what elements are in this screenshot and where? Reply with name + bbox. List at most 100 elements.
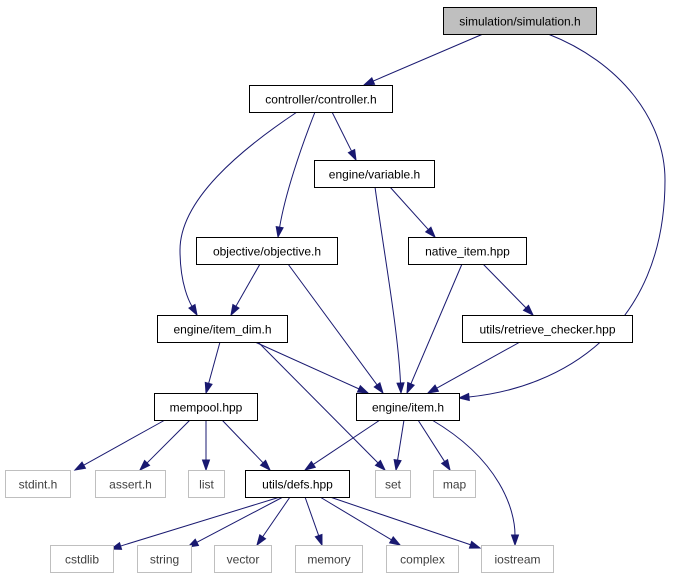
edge-item-dim-to-set [257,341,379,464]
node-set: set [375,470,411,498]
edge-variable-to-native-item [389,186,429,230]
node-variable[interactable]: engine/variable.h [314,160,435,188]
arrowhead-defs-to-memory [314,533,323,547]
arrowhead-native-item-to-item [406,381,415,395]
edge-defs-to-cstdlib [120,496,281,547]
arrowhead-controller-to-objective [275,225,284,239]
edge-controller-to-item-dim [179,111,298,307]
edge-defs-to-memory [304,496,320,536]
edge-controller-to-objective [279,111,316,228]
node-label-controller: controller/controller.h [265,93,376,107]
node-memory: memory [295,545,363,573]
edge-mempool-to-defs [221,419,264,464]
node-defs[interactable]: utils/defs.hpp [245,470,350,498]
arrowhead-item-to-iostream [510,534,520,547]
node-box-assert [95,470,166,498]
edge-retrieve-checker-to-item [436,341,521,389]
node-box-mempool [154,393,258,421]
node-box-item-dim [157,315,288,343]
node-label-objective: objective/objective.h [213,245,321,259]
node-item[interactable]: engine/item.h [356,393,460,421]
node-label-cstdlib: cstdlib [65,553,99,567]
node-iostream: iostream [481,545,554,573]
node-mempool[interactable]: mempool.hpp [154,393,258,421]
node-box-defs [245,470,350,498]
node-list: list [188,470,225,498]
node-controller[interactable]: controller/controller.h [249,85,393,113]
edge-simulation-to-item [468,33,666,398]
arrowhead-item-dim-to-mempool [204,381,213,395]
node-map: map [433,470,476,498]
edge-defs-to-complex [319,496,392,541]
arrowhead-defs-to-vector [256,533,267,547]
edge-item-dim-to-item [254,341,360,390]
node-label-vector: vector [227,553,260,567]
arrowhead-defs-to-iostream [468,540,482,549]
arrowhead-controller-to-item-dim [188,303,198,317]
node-complex: complex [386,545,459,573]
edge-simulation-to-controller [372,33,484,82]
arrowhead-mempool-to-defs [259,459,272,472]
node-label-native-item: native_item.hpp [425,245,510,259]
arrowhead-controller-to-variable [347,148,357,162]
node-label-map: map [443,478,467,492]
edge-defs-to-vector [262,496,291,538]
edge-native-item-to-retrieve-checker [482,263,527,309]
arrowhead-mempool-to-stdint [73,461,87,471]
nodes-layer: simulation/simulation.h controller/contro… [5,7,633,573]
edge-item-to-map [417,419,446,462]
node-simulation[interactable]: simulation/simulation.h [443,7,597,35]
arrowhead-simulation-to-controller [362,76,376,86]
node-stdint: stdint.h [5,470,71,498]
node-box-list [188,470,225,498]
node-native-item[interactable]: native_item.hpp [408,237,527,265]
node-item-dim[interactable]: engine/item_dim.h [157,315,288,343]
edges-layer [73,33,666,550]
node-box-memory [295,545,363,573]
node-box-iostream [481,545,554,573]
node-label-item-dim: engine/item_dim.h [173,323,271,337]
node-cstdlib: cstdlib [50,545,114,573]
node-box-map [433,470,476,498]
arrowhead-retrieve-checker-to-item [426,384,440,394]
edge-item-to-iostream [431,419,516,536]
arrowhead-item-to-defs [303,460,317,471]
edge-objective-to-item-dim [235,263,261,307]
node-box-item [356,393,460,421]
node-box-retrieve-checker [462,315,633,343]
node-label-retrieve-checker: utils/retrieve_checker.hpp [479,323,615,337]
arrowhead-objective-to-item-dim [230,303,240,317]
edge-defs-to-string [196,496,284,543]
arrowhead-objective-to-item [373,382,384,395]
node-objective[interactable]: objective/objective.h [196,237,338,265]
edge-item-to-defs [313,419,381,465]
arrowhead-item-dim-to-item [356,384,370,394]
edge-item-dim-to-mempool [208,341,221,384]
arrowhead-item-to-set [393,458,402,472]
arrowhead-variable-to-native-item [424,226,437,239]
arrowhead-mempool-to-assert [138,459,151,472]
node-label-complex: complex [400,553,445,567]
arrowhead-item-to-map [440,458,451,472]
edge-mempool-to-stdint [83,419,166,466]
node-box-string [137,545,192,573]
edge-defs-to-iostream [329,496,471,546]
arrowhead-item-dim-to-set [374,459,387,472]
node-retrieve-checker[interactable]: utils/retrieve_checker.hpp [462,315,633,343]
node-vector: vector [214,545,272,573]
edge-objective-to-item [287,263,378,386]
node-box-native-item [408,237,527,265]
node-label-simulation: simulation/simulation.h [459,15,580,29]
node-box-objective [196,237,338,265]
node-box-controller [249,85,393,113]
node-box-complex [386,545,459,573]
edge-mempool-to-assert [146,419,191,464]
node-label-mempool: mempool.hpp [170,401,243,415]
node-label-variable: engine/variable.h [329,168,420,182]
node-label-item: engine/item.h [372,401,444,415]
arrowhead-defs-to-complex [388,535,402,546]
node-label-list: list [199,478,214,492]
node-label-defs: utils/defs.hpp [262,478,333,492]
node-box-set [375,470,411,498]
